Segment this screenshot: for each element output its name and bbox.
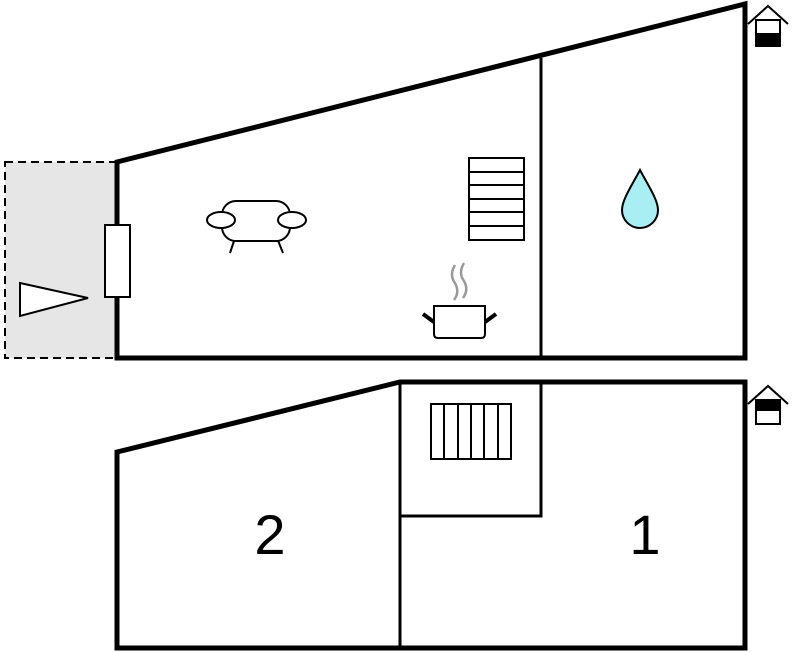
stairs-icon <box>430 403 512 460</box>
cooking-pot-icon <box>421 262 498 339</box>
lower-floor: 2 1 <box>114 379 789 651</box>
upper-floor-walls <box>114 0 748 361</box>
sofa-icon <box>206 200 307 254</box>
stairs-icon <box>468 157 525 241</box>
terrace-arrow-icon <box>19 281 89 318</box>
room-label-1: 1 <box>629 503 660 566</box>
water-drop-icon <box>620 167 660 229</box>
stair-room-wall <box>400 382 543 518</box>
house-level-icon <box>742 384 789 425</box>
door-icon <box>104 224 131 298</box>
room-label-2: 2 <box>254 503 285 566</box>
terrace <box>4 161 118 359</box>
house-level-icon <box>742 4 789 60</box>
upper-floor <box>4 0 789 361</box>
